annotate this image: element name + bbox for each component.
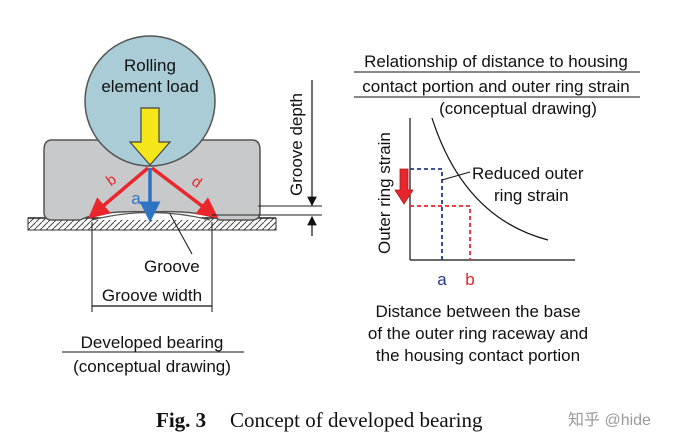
strain-chart: Relationship of distance to housing cont… (354, 52, 640, 365)
groove-width-label: Groove width (102, 286, 202, 305)
load-arrow (128, 107, 172, 166)
x-axis-label-line2: of the outer ring raceway and (368, 324, 588, 343)
left-title-line1: Developed bearing (81, 333, 224, 352)
groove-label: Groove (144, 257, 200, 276)
groove-depth-label: Groove depth (287, 93, 306, 196)
figure-caption: Fig. 3 Concept of developed bearing (156, 408, 483, 432)
reduced-strain-arrow (394, 168, 414, 205)
y-axis-label: Outer ring strain (375, 132, 394, 254)
arrow-a-label: a (131, 189, 141, 208)
chart-title-line3: (conceptual drawing) (439, 99, 597, 118)
groove-pointer (169, 213, 193, 255)
watermark: 知乎 @hide (568, 411, 651, 429)
rolling-element-ball (84, 35, 216, 167)
developed-bearing-diagram: Rolling element load b a d Groove depth … (27, 35, 322, 376)
chart-title-line1: Relationship of distance to housing (364, 52, 628, 71)
chart-title-line2: contact portion and outer ring strain (362, 77, 629, 96)
tick-b: b (465, 270, 474, 289)
guide-a (410, 168, 443, 260)
tick-a: a (437, 270, 447, 289)
guide-b (410, 205, 471, 260)
left-title-line2: (conceptual drawing) (73, 357, 231, 376)
arrow-b (87, 166, 150, 219)
load-label-line1: Rolling (124, 56, 176, 75)
caption-label: Fig. 3 (156, 408, 206, 432)
annotation-pointer (441, 171, 471, 181)
caption-text: Concept of developed bearing (230, 408, 483, 432)
arrow-d (150, 166, 219, 219)
load-label-line2: element load (101, 77, 198, 96)
strain-curve (431, 117, 549, 241)
annotation-line1: Reduced outer (472, 164, 584, 183)
annotation-line2: ring strain (494, 186, 569, 205)
x-axis-label-line3: the housing contact portion (376, 346, 580, 365)
x-axis-label-line1: Distance between the base (375, 302, 580, 321)
